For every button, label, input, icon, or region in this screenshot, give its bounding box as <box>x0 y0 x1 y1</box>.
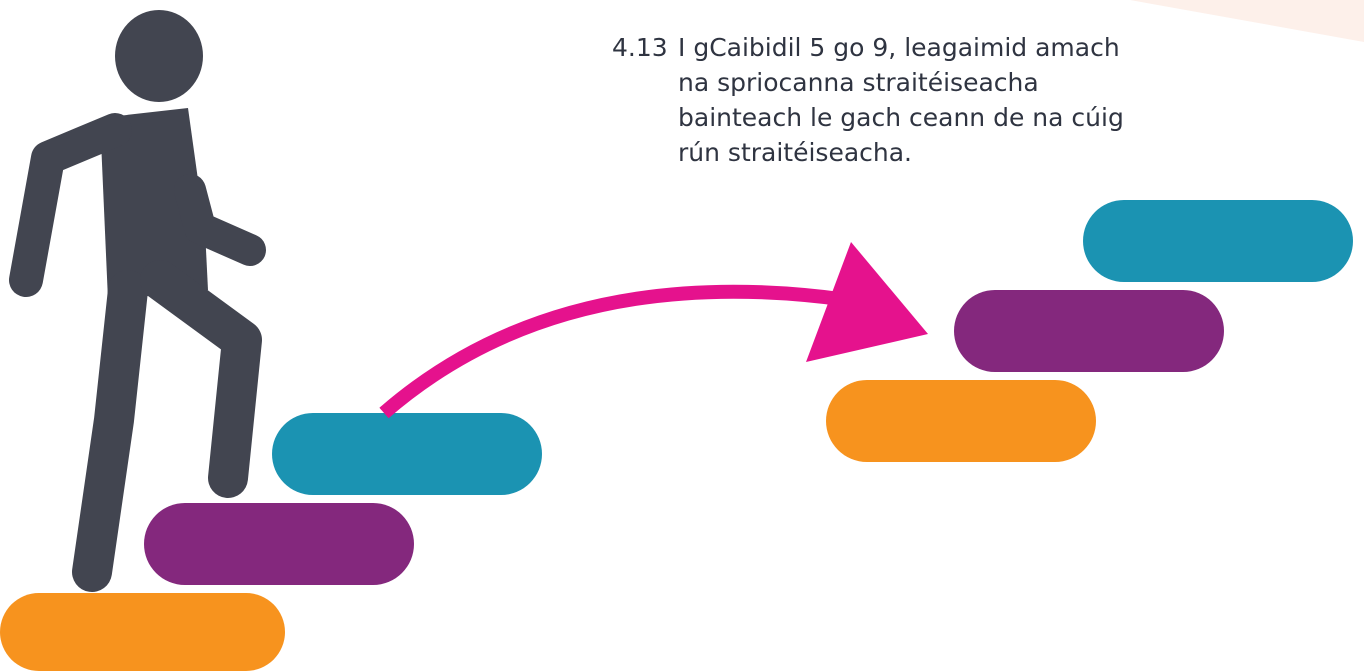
left-step-orange <box>0 593 285 671</box>
right-step-orange <box>826 380 1096 462</box>
climbing-person-icon <box>9 10 266 592</box>
left-step-teal <box>272 413 542 495</box>
right-step-teal <box>1083 200 1353 282</box>
paragraph-number: 4.13 <box>612 33 668 62</box>
paragraph-line: I gCaibidil 5 go 9, leagaimid amach <box>678 33 1120 62</box>
curved-arrow-icon <box>379 242 928 419</box>
left-step-purple <box>144 503 414 585</box>
paragraph-line: na spriocanna straitéiseacha <box>678 68 1039 97</box>
paragraph-line: rún straitéiseacha. <box>678 138 912 167</box>
paragraph-line: bainteach le gach ceann de na cúig <box>678 103 1124 132</box>
right-step-purple <box>954 290 1224 372</box>
paragraph-text: I gCaibidil 5 go 9, leagaimid amach na s… <box>678 30 1124 170</box>
